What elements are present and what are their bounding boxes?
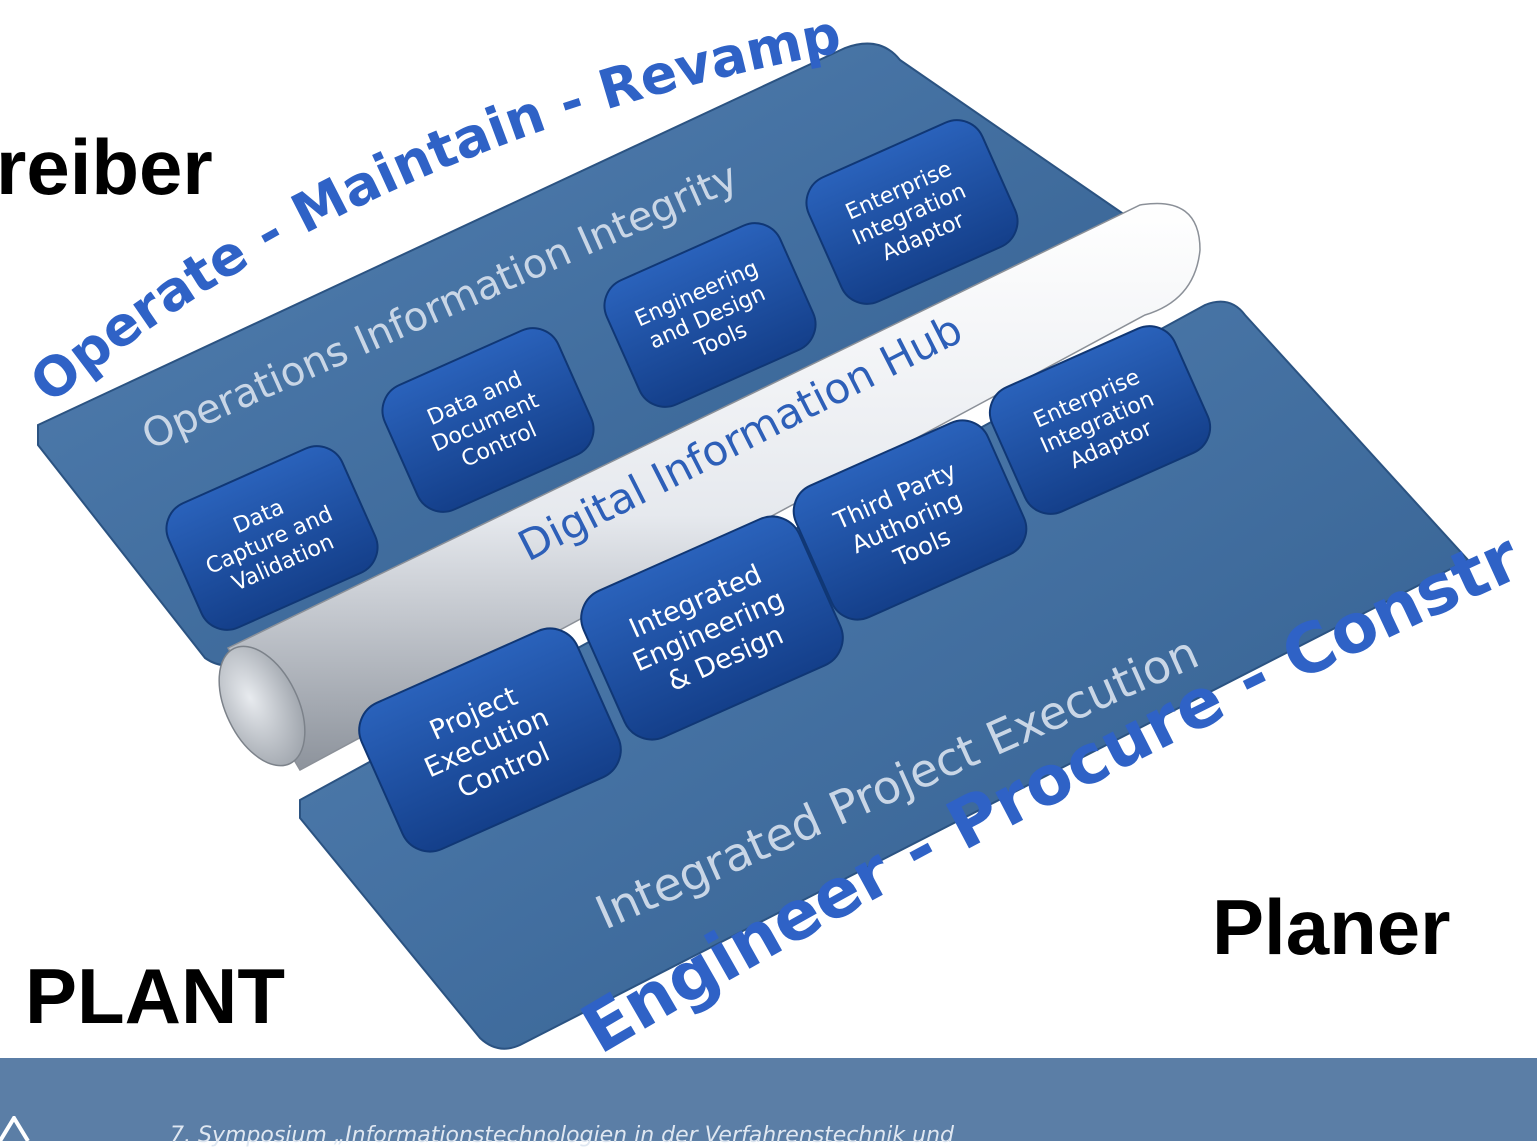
betreiber-label: reiber	[0, 123, 213, 211]
planer-label: Planer	[1212, 883, 1451, 971]
lower-box-3: Third Party Authoring Tools	[792, 419, 1028, 621]
upper-box-1: Data Capture and Validation	[165, 445, 379, 631]
lower-box-1: Project Execution Control	[358, 627, 622, 853]
footer-logo-icon	[0, 1116, 30, 1141]
lower-box-4: Enterprise Integration Adaptor	[988, 325, 1212, 515]
information-hub-cylinder	[218, 202, 1201, 772]
lower-panel	[299, 300, 1470, 1050]
footer-bar: 7. Symposium „Informationstechnologien i…	[0, 1058, 1537, 1148]
upper-box-2: Data and Document Control	[381, 327, 595, 513]
upper-box-4: Enterprise Integration Adaptor	[805, 119, 1019, 305]
upper-box-3: Engineering and Design Tools	[603, 222, 817, 408]
plant-label: PLANT	[25, 952, 285, 1040]
footer-text: 7. Symposium „Informationstechnologien i…	[170, 1123, 955, 1148]
lower-box-2: Integrated Engineering & Design	[580, 515, 844, 741]
